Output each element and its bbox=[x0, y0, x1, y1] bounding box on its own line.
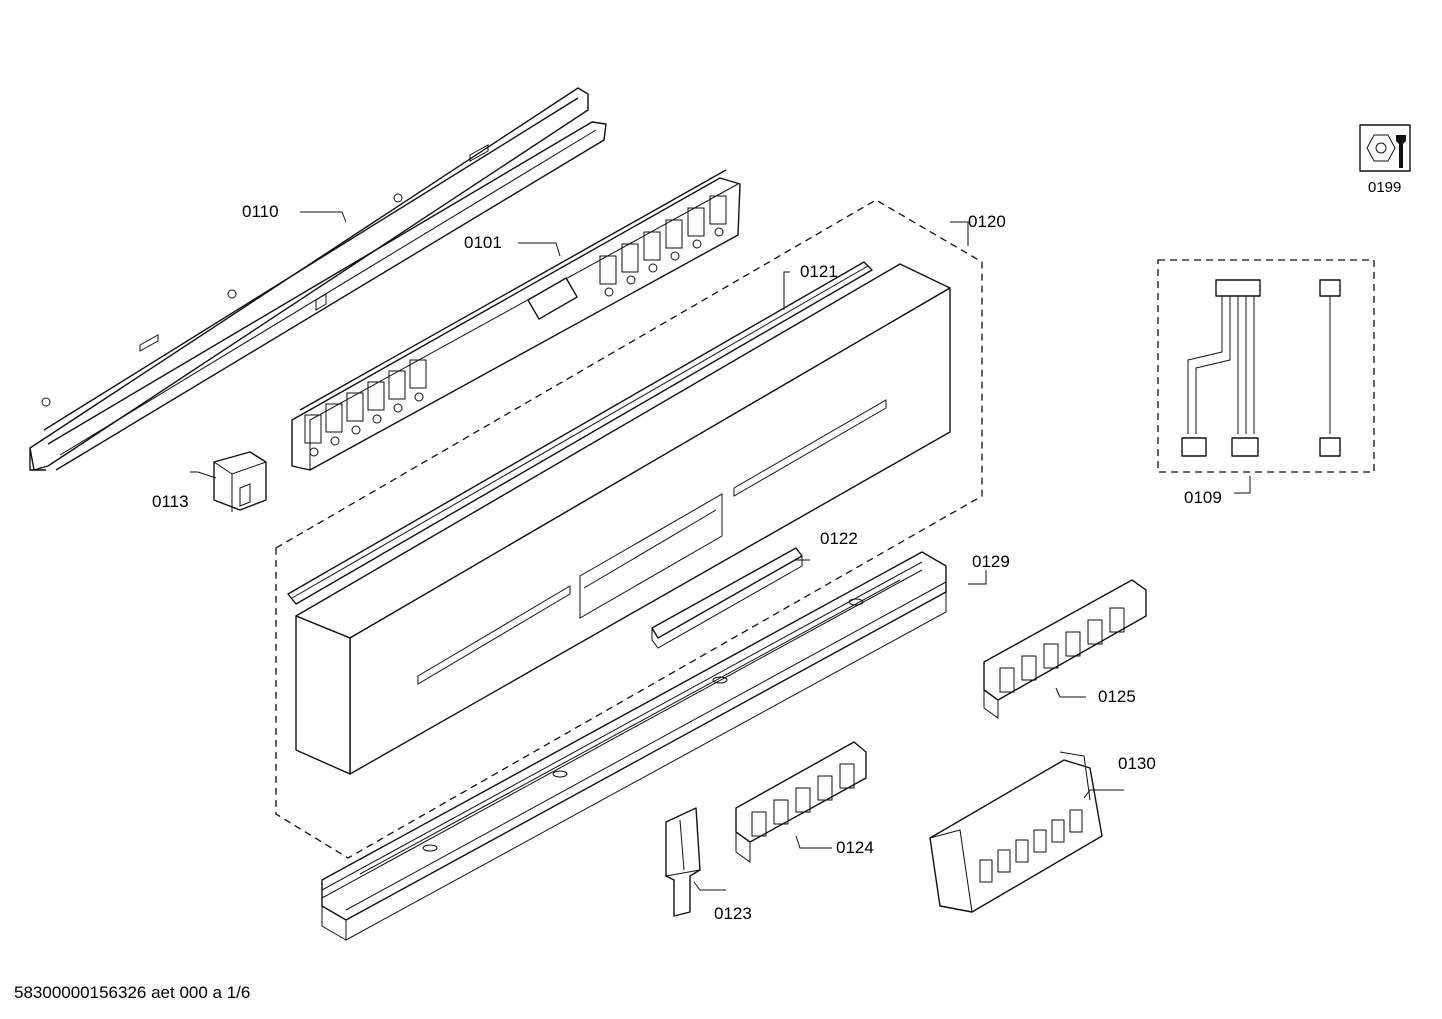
label-0122: 0122 bbox=[820, 529, 858, 548]
assembly-0120-dashed-outline bbox=[275, 199, 983, 859]
part-0109-wiring-harness bbox=[1157, 259, 1375, 473]
part-0110-rail bbox=[29, 87, 607, 471]
label-0129: 0129 bbox=[972, 552, 1010, 571]
part-0130-bracket bbox=[929, 751, 1103, 913]
tool-wrench-icon bbox=[1359, 124, 1411, 172]
part-0123-connector bbox=[665, 807, 701, 917]
label-0121: 0121 bbox=[800, 262, 838, 281]
document-id: 58300000156326 aet 000 a 1/6 bbox=[14, 983, 250, 1002]
label-0199: 0199 bbox=[1368, 179, 1401, 196]
part-0125-button-holder bbox=[983, 579, 1147, 719]
part-0120-front-panel bbox=[295, 263, 951, 775]
label-0101: 0101 bbox=[464, 233, 502, 252]
part-0129-bottom-frame bbox=[321, 551, 947, 941]
label-0125: 0125 bbox=[1098, 687, 1136, 706]
label-0120: 0120 bbox=[968, 212, 1006, 231]
label-0110: 0110 bbox=[242, 202, 279, 221]
part-0121-trim-strip bbox=[287, 261, 873, 605]
part-0101-control-module bbox=[291, 169, 741, 471]
part-0122-strip bbox=[651, 547, 803, 649]
label-0130: 0130 bbox=[1118, 754, 1156, 773]
label-0109: 0109 bbox=[1184, 488, 1222, 507]
label-0123: 0123 bbox=[714, 904, 752, 923]
part-0124-button-holder bbox=[735, 741, 867, 863]
label-0113: 0113 bbox=[152, 492, 189, 511]
part-0113-clip bbox=[213, 451, 267, 512]
label-0124: 0124 bbox=[836, 838, 874, 857]
leader-lines bbox=[190, 211, 1251, 891]
